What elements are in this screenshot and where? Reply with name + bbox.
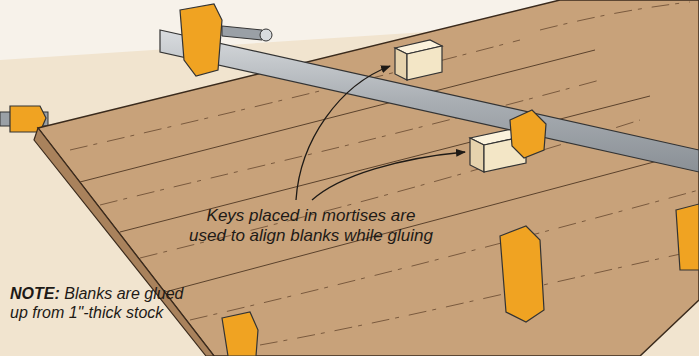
note-block: NOTE: Blanks are glued up from 1"-thick …	[10, 284, 190, 322]
leader-line	[296, 66, 465, 200]
pipe-clamp	[160, 4, 699, 322]
panel-end	[34, 128, 214, 356]
glued-panel	[38, 0, 699, 356]
note-heading: NOTE:	[10, 285, 60, 302]
key	[395, 40, 442, 80]
callout-text: Keys placed in mortises are used to alig…	[186, 206, 436, 246]
